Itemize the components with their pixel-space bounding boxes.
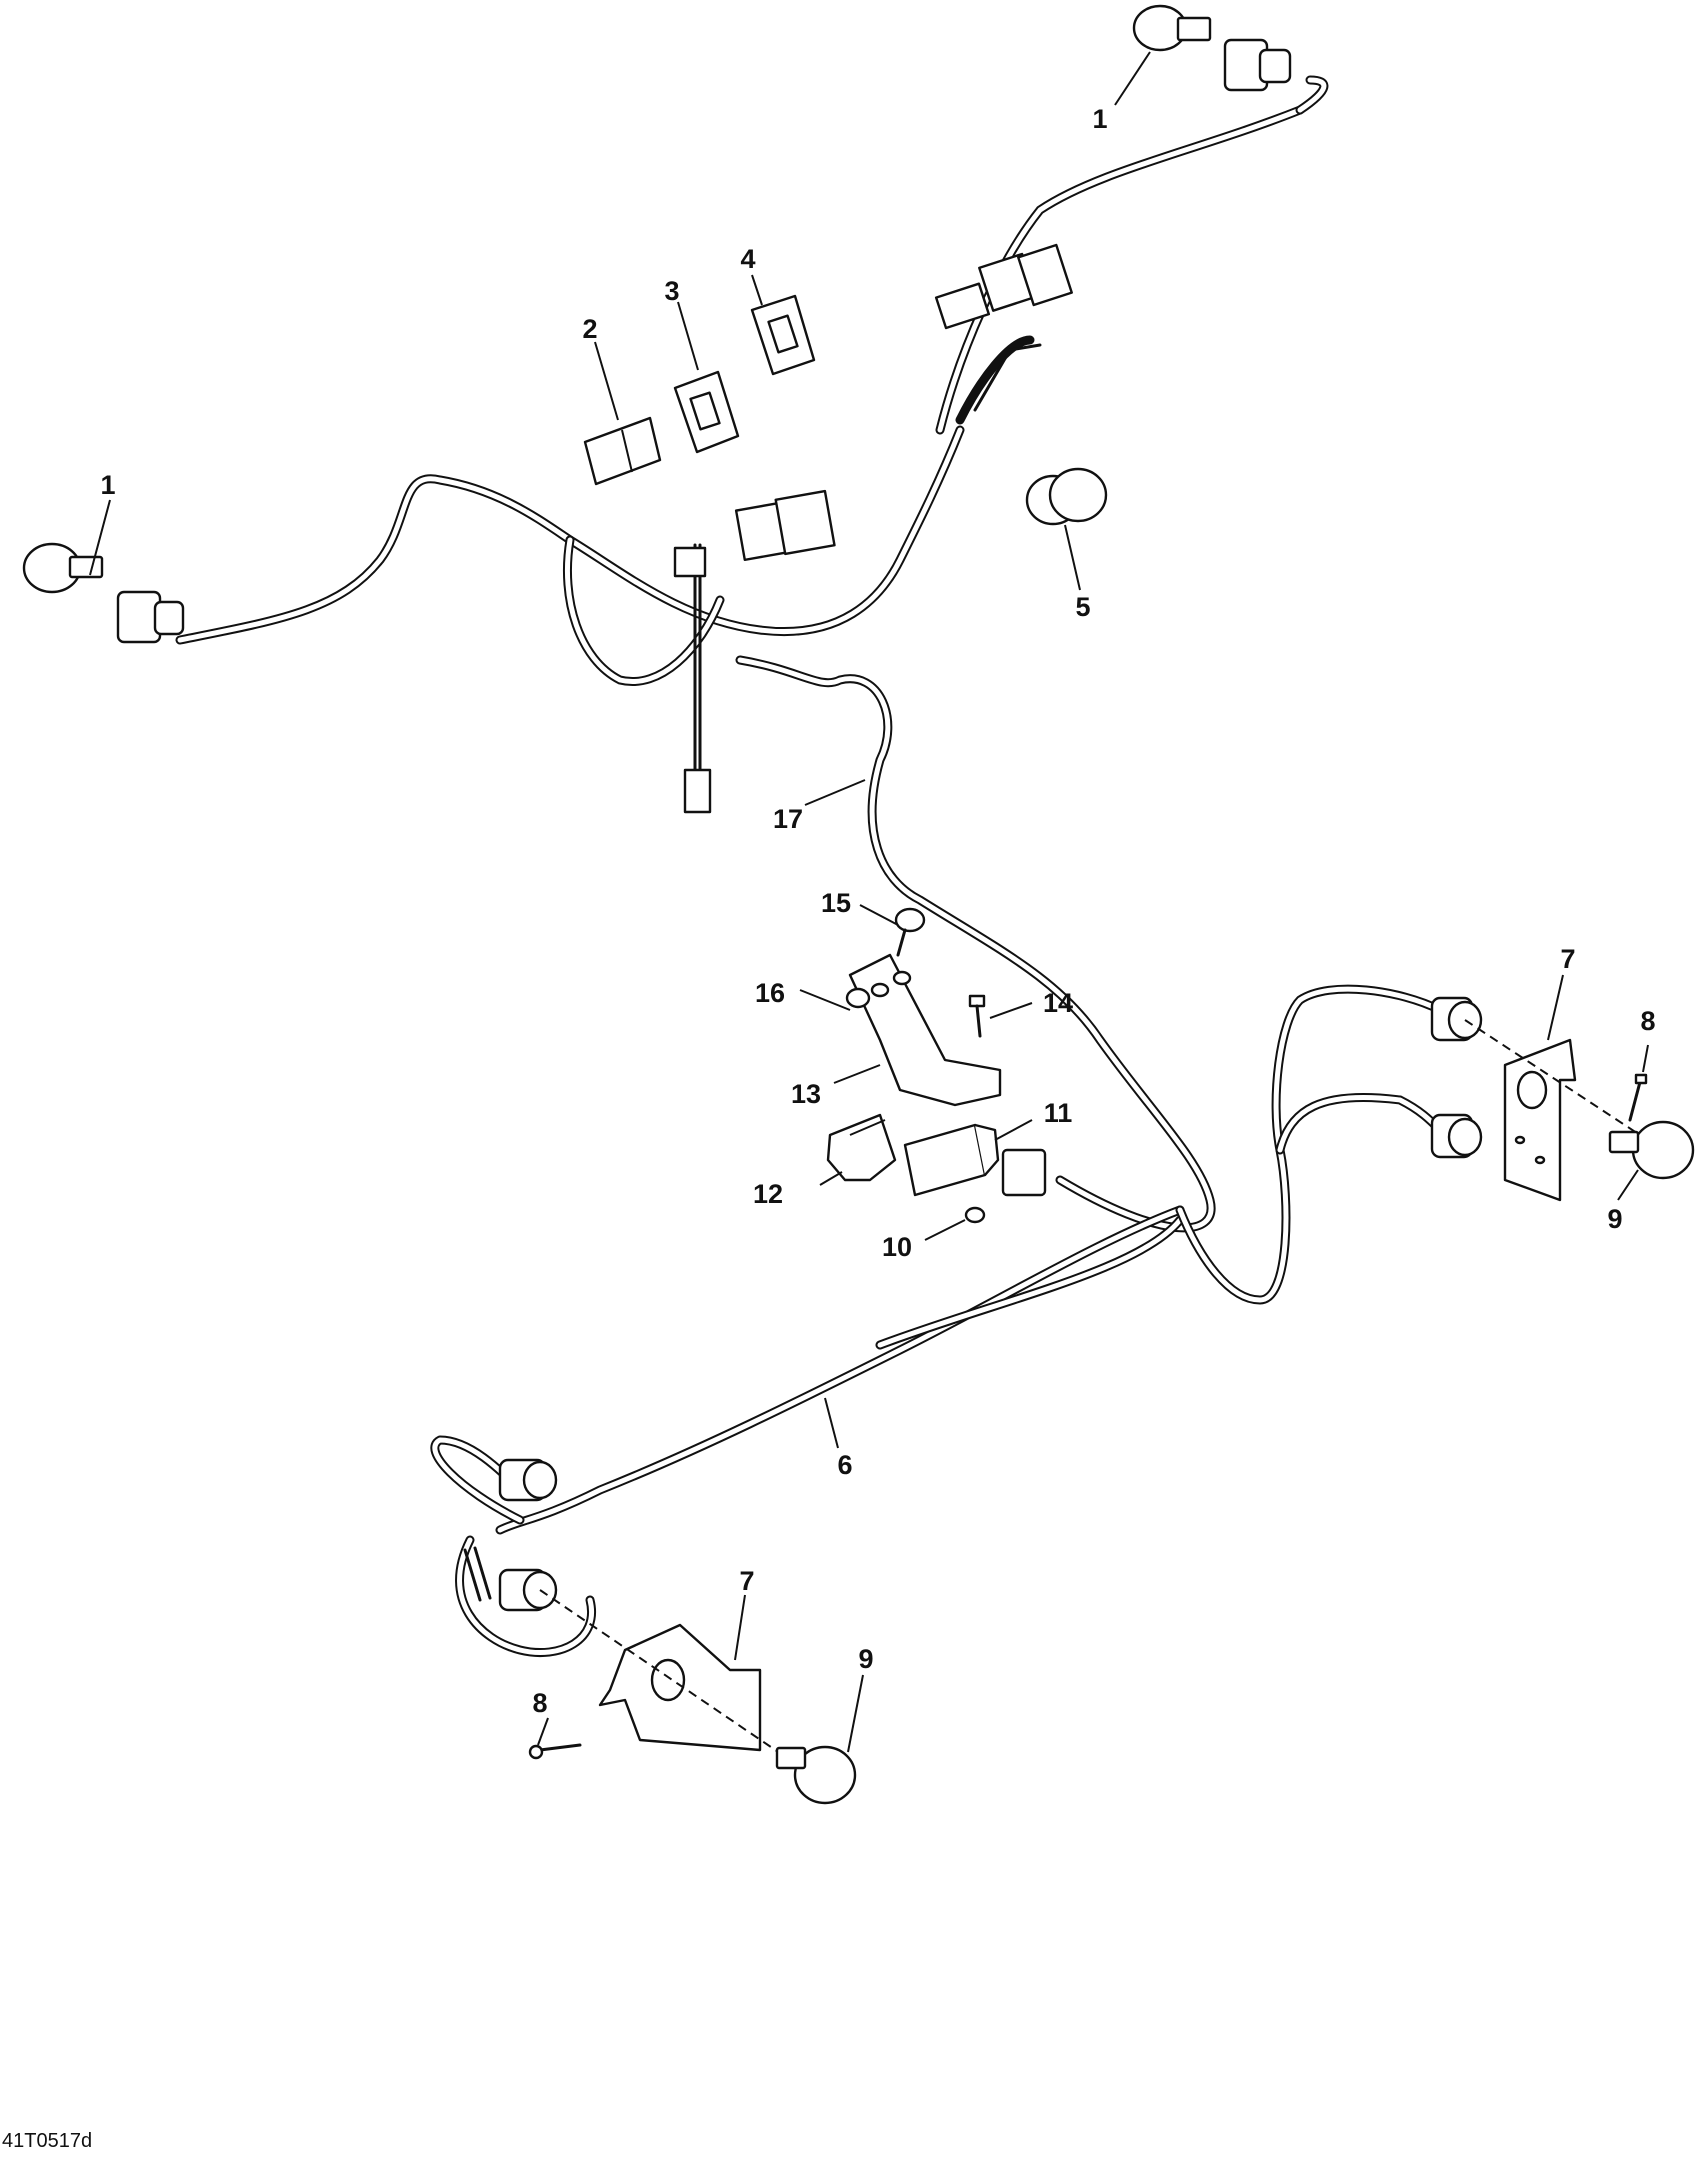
callout-4: 4 (740, 244, 755, 274)
callout-11: 11 (1044, 1098, 1073, 1128)
callout-8-left: 8 (532, 1688, 547, 1718)
switch-2 (583, 416, 662, 486)
callout-8-right: 8 (1640, 1006, 1655, 1036)
nut-16 (845, 987, 871, 1009)
front-left-light-assembly (22, 542, 185, 644)
callout-6: 6 (837, 1450, 852, 1480)
callout-1-left: 1 (100, 470, 115, 500)
callout-12: 12 (753, 1179, 783, 1209)
bolt-15 (894, 907, 926, 957)
callout-10: 10 (882, 1232, 912, 1262)
relay-connector (1001, 1148, 1047, 1197)
main-harness (175, 75, 1329, 1233)
nut-10 (964, 1206, 986, 1224)
callout-1-right: 1 (1092, 104, 1107, 134)
callout-2: 2 (582, 314, 597, 344)
relay-11 (903, 1123, 1000, 1197)
cap-5 (1025, 467, 1108, 526)
callout-15: 15 (821, 888, 851, 918)
callout-3: 3 (664, 276, 679, 306)
harness-connectors (673, 243, 1073, 814)
rear-right-light-assembly (1430, 996, 1695, 1202)
callout-9-right: 9 (1607, 1204, 1622, 1234)
rear-left-light-assembly (498, 1458, 857, 1805)
callout-leaders (89, 51, 1649, 1753)
callout-16: 16 (755, 978, 785, 1008)
callout-labels: 1 1 2 3 4 5 6 7 7 8 8 9 9 10 11 12 13 14… (100, 104, 1655, 1718)
rear-harness (430, 984, 1445, 1658)
callout-7-right: 7 (1560, 944, 1575, 974)
front-right-light-assembly (1132, 4, 1292, 92)
relay-bracket-13 (848, 953, 1002, 1107)
switch-4 (750, 294, 816, 376)
callout-17: 17 (773, 804, 803, 834)
callout-14: 14 (1043, 988, 1073, 1018)
callout-7-left: 7 (739, 1566, 754, 1596)
clip-12 (826, 1113, 897, 1182)
callout-13: 13 (791, 1079, 821, 1109)
figure-code: 41T0517d (2, 2130, 93, 2152)
screw-14 (968, 994, 986, 1038)
callout-5: 5 (1075, 592, 1090, 622)
switch-3 (673, 370, 740, 454)
callout-9-left: 9 (858, 1644, 873, 1674)
